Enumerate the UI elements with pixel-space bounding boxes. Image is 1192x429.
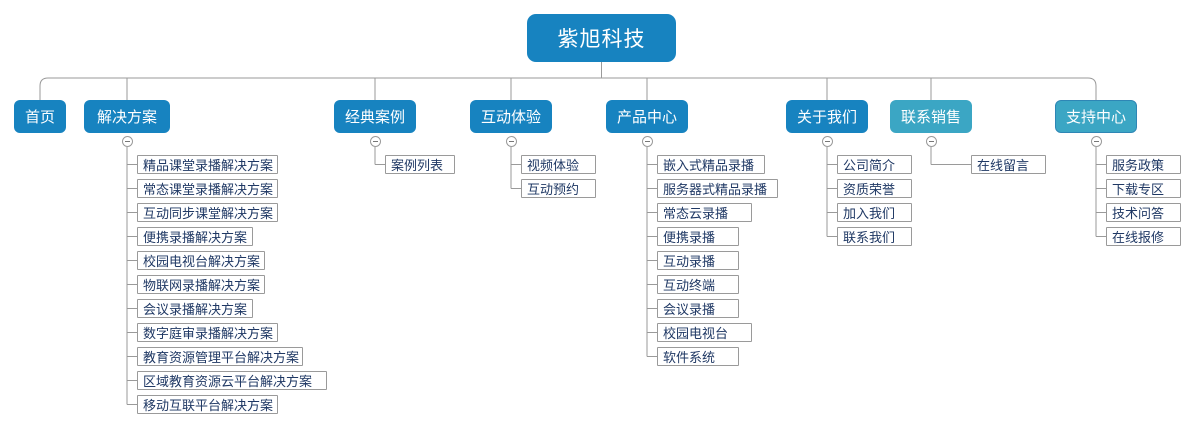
leaf-node-2-1[interactable]: 精品课堂录播解决方案	[137, 155, 278, 174]
collapse-toggle-icon[interactable]	[505, 136, 517, 147]
collapse-toggle-icon[interactable]	[821, 136, 833, 147]
leaf-node-2-2[interactable]: 常态课堂录播解决方案	[137, 179, 278, 198]
leaf-node-2-7[interactable]: 会议录播解决方案	[137, 299, 253, 318]
leaf-node-2-6[interactable]: 物联网录播解决方案	[137, 275, 265, 294]
collapse-toggle-icon[interactable]	[925, 136, 937, 147]
nav-node-3[interactable]: 经典案例	[334, 100, 416, 133]
leaf-node-5-1[interactable]: 嵌入式精品录播	[657, 155, 765, 174]
leaf-node-3-1[interactable]: 案例列表	[385, 155, 455, 174]
leaf-node-2-8[interactable]: 数字庭审录播解决方案	[137, 323, 278, 342]
leaf-node-5-3[interactable]: 常态云录播	[657, 203, 752, 222]
leaf-node-5-8[interactable]: 校园电视台	[657, 323, 752, 342]
nav-node-8[interactable]: 支持中心	[1055, 100, 1137, 133]
leaf-node-8-4[interactable]: 在线报修	[1106, 227, 1181, 246]
leaf-node-6-2[interactable]: 资质荣誉	[837, 179, 912, 198]
leaf-node-5-2[interactable]: 服务器式精品录播	[657, 179, 778, 198]
leaf-node-7-1[interactable]: 在线留言	[971, 155, 1046, 174]
leaf-node-5-4[interactable]: 便携录播	[657, 227, 739, 246]
nav-node-4[interactable]: 互动体验	[470, 100, 552, 133]
collapse-toggle-icon[interactable]	[369, 136, 381, 147]
leaf-node-2-10[interactable]: 区域教育资源云平台解决方案	[137, 371, 327, 390]
leaf-node-8-2[interactable]: 下载专区	[1106, 179, 1181, 198]
leaf-node-6-1[interactable]: 公司简介	[837, 155, 912, 174]
leaf-node-2-9[interactable]: 教育资源管理平台解决方案	[137, 347, 303, 366]
leaf-node-5-6[interactable]: 互动终端	[657, 275, 739, 294]
leaf-node-2-11[interactable]: 移动互联平台解决方案	[137, 395, 278, 414]
root-node[interactable]: 紫旭科技	[527, 14, 676, 62]
leaf-node-8-3[interactable]: 技术问答	[1106, 203, 1181, 222]
nav-node-6[interactable]: 关于我们	[786, 100, 868, 133]
leaf-node-5-5[interactable]: 互动录播	[657, 251, 739, 270]
collapse-toggle-icon[interactable]	[1090, 136, 1102, 147]
collapse-toggle-icon[interactable]	[121, 136, 133, 147]
leaf-node-6-3[interactable]: 加入我们	[837, 203, 912, 222]
collapse-toggle-icon[interactable]	[641, 136, 653, 147]
leaf-node-6-4[interactable]: 联系我们	[837, 227, 912, 246]
nav-node-5[interactable]: 产品中心	[606, 100, 688, 133]
leaf-node-8-1[interactable]: 服务政策	[1106, 155, 1181, 174]
leaf-node-2-3[interactable]: 互动同步课堂解决方案	[137, 203, 278, 222]
leaf-node-4-2[interactable]: 互动预约	[521, 179, 596, 198]
leaf-node-5-7[interactable]: 会议录播	[657, 299, 739, 318]
nav-node-1[interactable]: 首页	[14, 100, 66, 133]
leaf-node-2-4[interactable]: 便携录播解决方案	[137, 227, 253, 246]
leaf-node-4-1[interactable]: 视频体验	[521, 155, 596, 174]
leaf-node-5-9[interactable]: 软件系统	[657, 347, 739, 366]
nav-node-2[interactable]: 解决方案	[84, 100, 170, 133]
leaf-node-2-5[interactable]: 校园电视台解决方案	[137, 251, 265, 270]
nav-node-7[interactable]: 联系销售	[890, 100, 972, 133]
